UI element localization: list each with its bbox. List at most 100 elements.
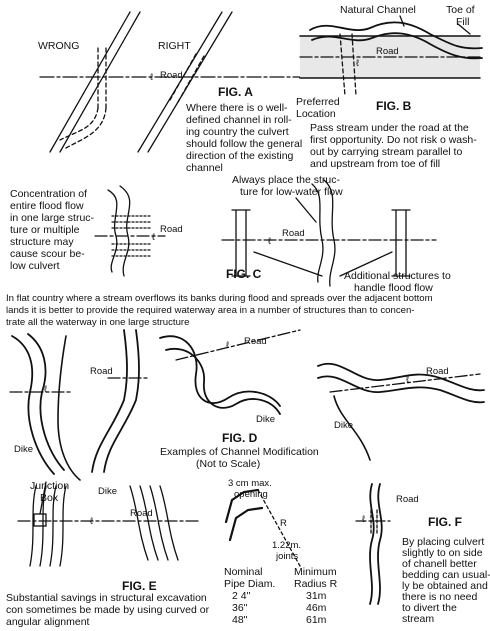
fig-d-road-2: Road bbox=[244, 336, 267, 347]
fig-f-caption-line: there is no need bbox=[402, 591, 478, 603]
table-header: Minimum bbox=[294, 566, 337, 578]
fig-c-left-note-line: entire flood flow bbox=[10, 200, 84, 212]
fig-d-center-cl: ℓ bbox=[226, 340, 230, 351]
fig-c-drawing bbox=[94, 179, 437, 287]
fig-d-center-stream-a bbox=[159, 335, 281, 407]
fig-c-arrow-left bbox=[253, 251, 323, 277]
fig-e-junction-1: Junction bbox=[30, 480, 70, 492]
fig-c-right-road-label: Road bbox=[282, 228, 305, 239]
fig-c-top-note-1: Always place the struc- bbox=[232, 174, 340, 186]
fig-d-road-3: Road bbox=[426, 366, 449, 377]
fig-e-r-label: R bbox=[280, 518, 287, 529]
fig-c-arrow-right bbox=[339, 251, 393, 277]
fig-c-left-note-line: structure may bbox=[10, 236, 74, 248]
fig-d-right-dike bbox=[333, 395, 371, 461]
fig-c-main-stream-a bbox=[311, 183, 324, 283]
fig-d-left-channel bbox=[57, 335, 81, 481]
fig-e-cl: ℓ bbox=[90, 516, 94, 527]
fig-c-title: FIG. C bbox=[226, 267, 262, 281]
fig-e-table: Nominal Pipe Diam. Minimum Radius R 2 4"… bbox=[224, 566, 344, 626]
fig-b-cl-symbol: ℓ bbox=[356, 58, 360, 69]
fig-c-caption-line: In flat country where a stream overflows… bbox=[6, 293, 433, 304]
fig-f-cl: ℓ bbox=[362, 514, 366, 525]
fig-d-caption-2: (Not to Scale) bbox=[196, 458, 261, 470]
fig-c-additional-1: Additional structures to bbox=[344, 270, 451, 282]
fig-a-wrong-channel-right bbox=[59, 11, 141, 153]
fig-a-title: FIG. A bbox=[218, 85, 253, 99]
fig-f-culvert bbox=[370, 509, 378, 535]
fig-b-natural-channel-label: Natural Channel bbox=[340, 4, 416, 16]
fig-d-dike-4: Dike bbox=[334, 420, 354, 431]
fig-b-preferred-1: Preferred bbox=[296, 96, 340, 108]
fig-d-right-cl: ℓ bbox=[406, 374, 410, 385]
fig-e-radius-line bbox=[257, 489, 301, 567]
fig-e-junction-leader bbox=[39, 481, 47, 515]
fig-a-right-culvert-right bbox=[177, 55, 205, 103]
fig-c-left-note-line: cause scour be- bbox=[10, 248, 85, 260]
fig-b-caption-line: out by carrying stream parallel to bbox=[310, 146, 463, 158]
fig-c-left-cl: ℓ bbox=[152, 232, 156, 243]
fig-f-caption-line: of chanell better bbox=[402, 558, 477, 570]
fig-b-caption-line: and upstream from toe of fill bbox=[310, 158, 441, 170]
fig-b-toe-label-2: Fill bbox=[456, 16, 470, 28]
fig-b-toe-label-1: Toe of bbox=[446, 4, 475, 16]
fig-d-center-road bbox=[175, 329, 301, 361]
fig-a-caption-line: ing country the culvert bbox=[186, 126, 289, 138]
table-cell: 36" bbox=[232, 602, 248, 614]
fig-e-joints-2: joints bbox=[276, 551, 299, 562]
fig-e-drawing bbox=[17, 481, 301, 567]
fig-b-leader-toe bbox=[457, 23, 471, 35]
fig-e-junction-2: Box bbox=[40, 492, 59, 504]
fig-f-stream-a bbox=[369, 483, 375, 605]
fig-a-road-label: Road bbox=[160, 70, 183, 81]
table-header: Radius R bbox=[294, 578, 338, 590]
fig-f-caption-line: slightly to on side bbox=[402, 547, 483, 559]
fig-a-right-culvert-left bbox=[169, 53, 197, 101]
fig-c-left-note-line: Concentration of bbox=[10, 188, 88, 200]
fig-c-caption-line: lands it is better to provide the requir… bbox=[6, 305, 415, 316]
fig-c-left-road-label: Road bbox=[160, 224, 183, 235]
table-cell: 61m bbox=[306, 614, 327, 626]
fig-a-wrong-outlet bbox=[59, 107, 99, 141]
fig-f-title: FIG. F bbox=[428, 515, 462, 529]
fig-c-arrow-top bbox=[295, 197, 317, 223]
fig-c-left-stream-b bbox=[119, 185, 131, 277]
fig-c-main-stream-b bbox=[323, 179, 336, 287]
fig-b-preferred-2: Location bbox=[296, 108, 336, 120]
fig-c-structure-left bbox=[231, 209, 251, 277]
fig-d-right-stream-b bbox=[317, 375, 485, 404]
fig-d-dike-1: Dike bbox=[14, 444, 34, 455]
fig-a-caption-line: defined channel in roll- bbox=[186, 114, 292, 126]
fig-c-right-cl: ℓ bbox=[268, 236, 272, 247]
fig-a-drawing bbox=[39, 11, 303, 153]
fig-a-caption-line: direction of the existing bbox=[186, 150, 294, 162]
table-header: Nominal bbox=[224, 566, 263, 578]
fig-f-stream-b bbox=[377, 483, 383, 605]
fig-b-caption-line: first opportunity. Do not risk o wash- bbox=[310, 134, 477, 146]
table-cell: 48" bbox=[232, 614, 248, 626]
fig-c-left-note-line: in one large struc- bbox=[10, 212, 95, 224]
fig-f-caption-line: to divert the bbox=[402, 602, 457, 614]
fig-e-opening-2: opening bbox=[234, 489, 268, 500]
fig-b-road-label: Road bbox=[376, 46, 399, 57]
fig-b-natural-channel-top bbox=[309, 21, 483, 50]
fig-e-caption-line: con sometimes be made by using curved or bbox=[6, 604, 210, 616]
fig-e-pipe-joints-a bbox=[224, 488, 260, 524]
fig-a-wrong-channel-left bbox=[49, 11, 131, 153]
fig-e-opening-1: 3 cm max. bbox=[228, 478, 272, 489]
fig-d-left-cl: ℓ bbox=[44, 384, 48, 395]
fig-b-preferred-left bbox=[339, 33, 346, 97]
fig-d-center-stream-b bbox=[165, 347, 281, 415]
table-header: Pipe Diam. bbox=[224, 578, 276, 590]
fig-a-caption-line: channel bbox=[186, 162, 223, 174]
fig-b-preferred-right bbox=[351, 33, 357, 97]
fig-c-left-note-line: ture or multiple bbox=[10, 224, 80, 236]
fig-f-caption-line: ly be obtained and bbox=[402, 580, 488, 592]
fig-a-right-label: RIGHT bbox=[158, 40, 191, 52]
fig-a-caption-line: should follow the general bbox=[186, 138, 303, 150]
fig-b-title: FIG. B bbox=[376, 99, 412, 113]
fig-e-caption-line: Substantial savings in structural excava… bbox=[6, 592, 207, 604]
fig-e-title: FIG. E bbox=[122, 579, 157, 593]
fig-b-caption-line: Pass stream under the road at the bbox=[310, 122, 469, 134]
